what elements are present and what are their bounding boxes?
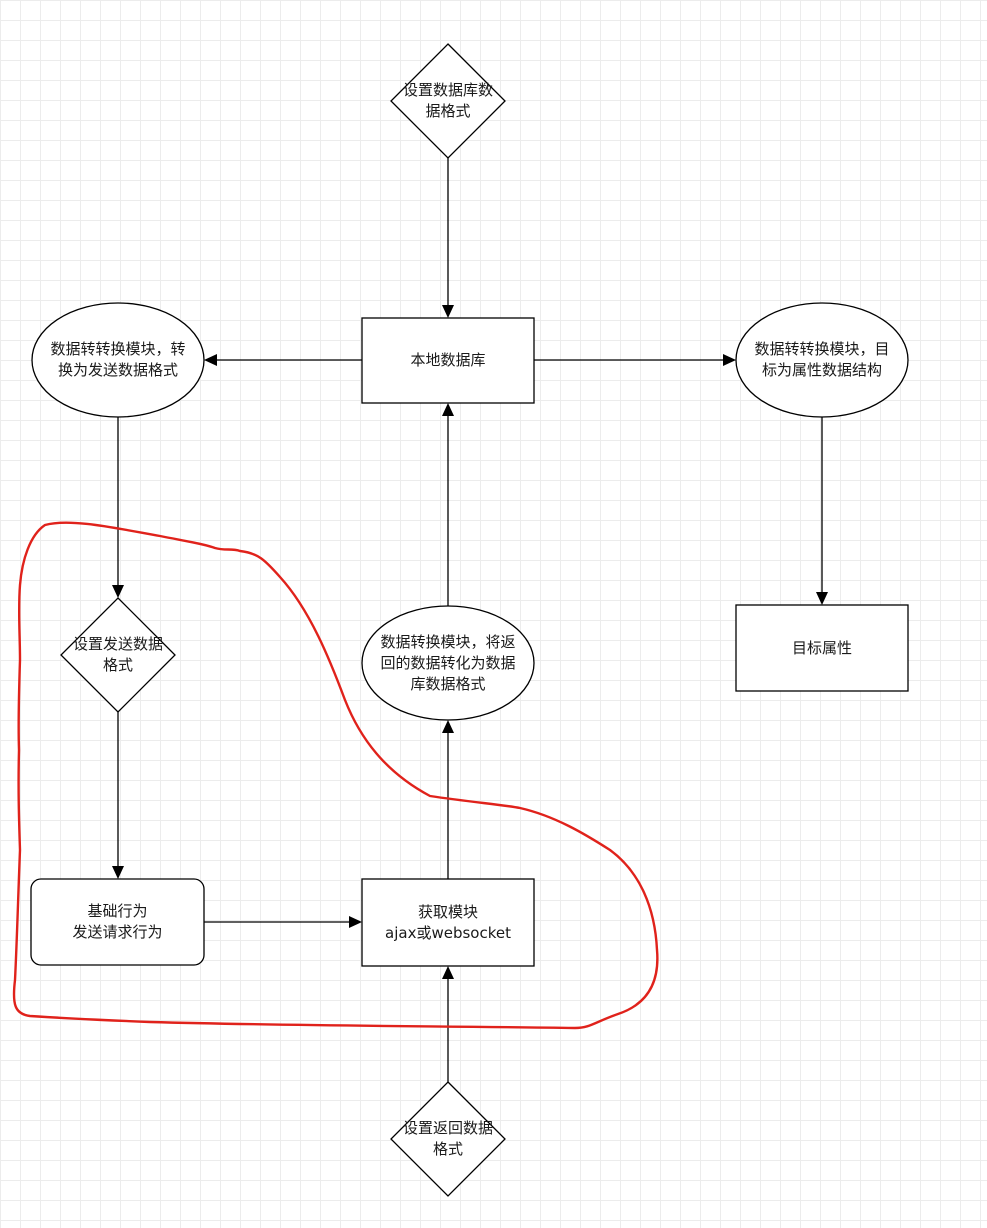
set-send-format-label: 设置发送数据 格式 bbox=[72, 635, 163, 674]
convert-send-ellipse[interactable] bbox=[31, 302, 205, 418]
basic-behavior-label: 基础行为 发送请求行为 bbox=[72, 902, 163, 941]
edges bbox=[112, 158, 828, 1082]
edge-basic-behavior-to-fetch-module bbox=[204, 916, 362, 928]
edge-local-db-to-convert-send bbox=[204, 354, 362, 366]
red-highlight-outline bbox=[12, 521, 659, 1030]
set-send-format-diamond[interactable] bbox=[60, 597, 176, 713]
set-db-format-diamond[interactable] bbox=[390, 43, 506, 159]
convert-target-label: 数据转转换模块，目 标为属性数据结构 bbox=[754, 340, 890, 379]
edge-set-send-format-to-basic-behavior bbox=[112, 712, 124, 879]
edge-local-db-to-convert-target bbox=[534, 354, 736, 366]
set-return-format-diamond[interactable] bbox=[390, 1081, 506, 1197]
set-db-format-label: 设置数据库数 据格式 bbox=[402, 81, 493, 120]
nodes bbox=[30, 43, 909, 1197]
fetch-module-box[interactable] bbox=[361, 878, 535, 967]
local-db-label: 本地数据库 bbox=[410, 351, 486, 369]
basic-behavior-box[interactable] bbox=[30, 878, 205, 966]
target-attr-label: 目标属性 bbox=[791, 638, 852, 657]
target-attr-box[interactable] bbox=[735, 604, 909, 692]
edge-convert-return-to-local-db bbox=[442, 403, 454, 606]
edge-fetch-module-to-convert-return bbox=[442, 720, 454, 879]
edge-set-db-format-to-local-db bbox=[442, 158, 454, 318]
convert-return-ellipse[interactable] bbox=[361, 605, 535, 721]
convert-send-label: 数据转转换模块，转 换为发送数据格式 bbox=[50, 340, 186, 379]
edge-convert-target-to-target-attr bbox=[816, 417, 828, 605]
edge-set-return-format-to-fetch-module bbox=[442, 966, 454, 1082]
fetch-module-label: 获取模块 ajax或websocket bbox=[385, 902, 511, 942]
convert-target-ellipse[interactable] bbox=[735, 302, 909, 418]
set-return-format-label: 设置返回数据 格式 bbox=[402, 1119, 493, 1158]
local-db-box[interactable] bbox=[361, 317, 535, 404]
convert-return-label: 数据转换模块，将返 回的数据转化为数据 库数据格式 bbox=[380, 632, 516, 693]
edge-convert-send-to-set-send-format bbox=[112, 417, 124, 598]
